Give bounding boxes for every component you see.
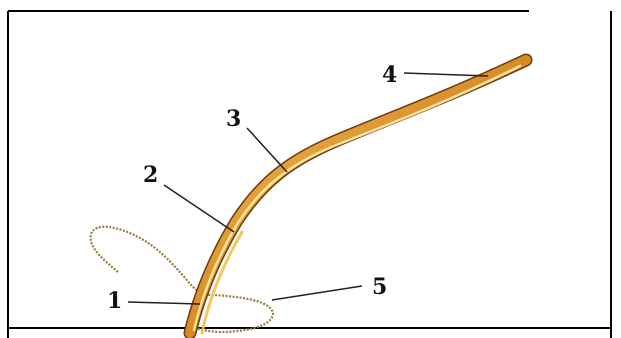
stalk-highlight	[192, 64, 522, 332]
label-2: 2	[143, 162, 158, 188]
label-3: 3	[226, 106, 241, 132]
label-4: 4	[382, 62, 397, 88]
stalk	[183, 53, 533, 338]
leader-lines	[127, 72, 489, 305]
stalk-inner-shadow	[200, 230, 244, 335]
frame	[7, 10, 612, 338]
thread-loop	[89, 225, 275, 334]
leader-line-4	[403, 72, 489, 77]
label-1: 1	[107, 288, 122, 314]
leader-line-3	[246, 127, 288, 173]
stalk-body	[185, 55, 531, 338]
stalk-outline	[183, 53, 533, 338]
callout-labels: 1 2 3 4 5	[107, 62, 397, 314]
leader-line-2	[163, 184, 235, 233]
label-5: 5	[372, 274, 387, 300]
leader-line-5	[271, 285, 363, 301]
leader-line-1	[127, 301, 201, 305]
